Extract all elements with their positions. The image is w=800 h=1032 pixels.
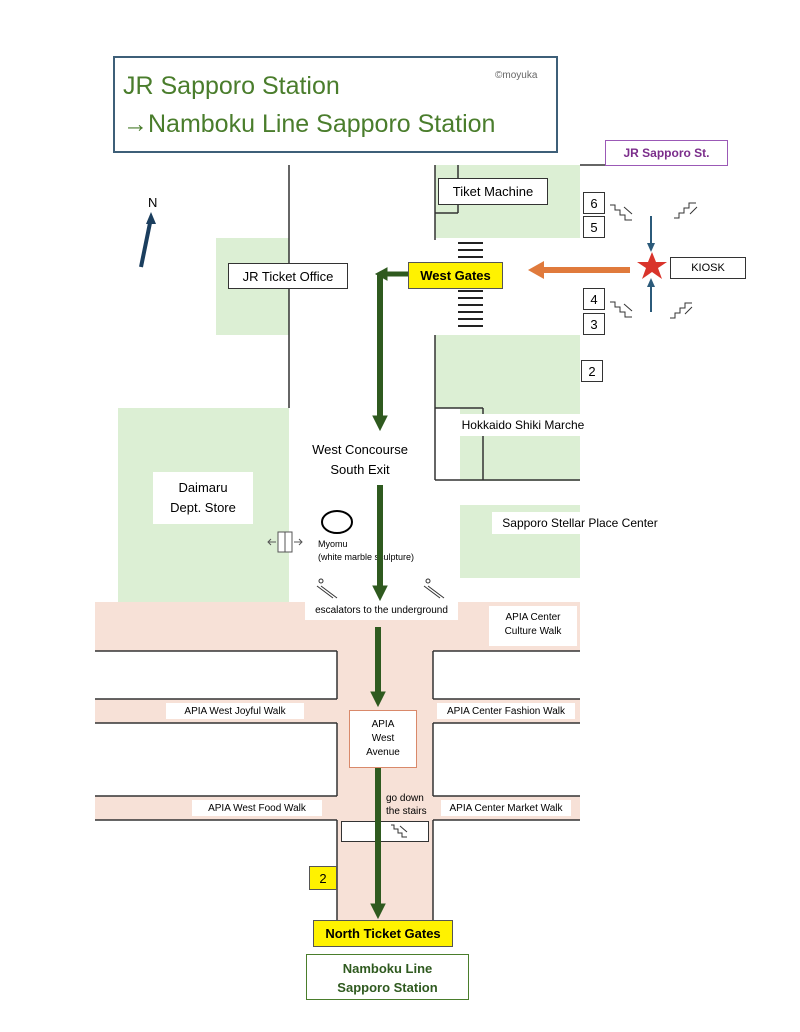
joyful-walk-label: APIA West Joyful Walk [166,703,304,719]
concourse-label: West Concourse South Exit [300,440,420,480]
north-gates-label: North Ticket Gates [313,920,453,947]
shiki-marche-label: Hokkaido Shiki Marche [458,414,588,436]
west-avenue-line1: APIA [371,719,395,730]
fashion-walk-label: APIA Center Fashion Walk [437,703,575,719]
namboku-line2: Sapporo Station [337,980,438,995]
myomu-line1: Myomu [318,539,348,549]
myomu-label: Myomu (white marble sculpture) [318,538,414,564]
market-walk-label: APIA Center Market Walk [441,800,571,816]
west-avenue-corridor [337,651,433,921]
namboku-box: Namboku Line Sapporo Station [306,954,469,1000]
exit-3: 3 [583,313,605,335]
daimaru-line1: Daimaru [178,480,228,495]
culture-walk-line2: Culture Walk [504,626,562,637]
west-avenue-line3: Avenue [366,747,400,758]
title-line1: JR Sapporo Station [123,72,340,100]
west-avenue-line2: West [371,733,395,744]
title-line2: →Namboku Line Sapporo Station [123,110,496,138]
exit-5: 5 [583,216,605,238]
concourse-line1: West Concourse [312,442,408,457]
stellar-label: Sapporo Stellar Place Center [492,512,668,534]
exit-6: 6 [583,192,605,214]
title-box: JR Sapporo Station →Namboku Line Sapporo… [113,56,558,153]
concourse-line2: South Exit [330,462,390,477]
exit-2-underground: 2 [309,866,337,890]
jr-sapporo-st-label: JR Sapporo St. [605,140,728,166]
west-avenue-label: APIA West Avenue [349,710,417,768]
escalators-label: escalators to the underground [305,600,458,620]
exit-4: 4 [583,288,605,310]
compass-label: N [148,195,158,210]
west-gates-label: West Gates [408,262,503,289]
namboku-line1: Namboku Line [342,961,433,976]
kiosk-label: KIOSK [670,257,746,279]
exit-2: 2 [581,360,603,382]
jr-ticket-office-label: JR Ticket Office [228,263,348,289]
credit-text: ©moyuka [495,70,538,81]
daimaru-line2: Dept. Store [170,500,236,515]
myomu-line2: (white marble sculpture) [318,552,415,562]
food-walk-label: APIA West Food Walk [192,800,322,816]
daimaru-label: Daimaru Dept. Store [153,472,253,524]
culture-walk-line1: APIA Center [505,612,561,623]
stairs-line1: go down [386,793,424,804]
stairs-line2: the stairs [386,806,427,817]
culture-walk-label: APIA Center Culture Walk [489,606,577,646]
stairs-label: go down the stairs [386,792,427,818]
ticket-machine-label: Tiket Machine [438,178,548,205]
